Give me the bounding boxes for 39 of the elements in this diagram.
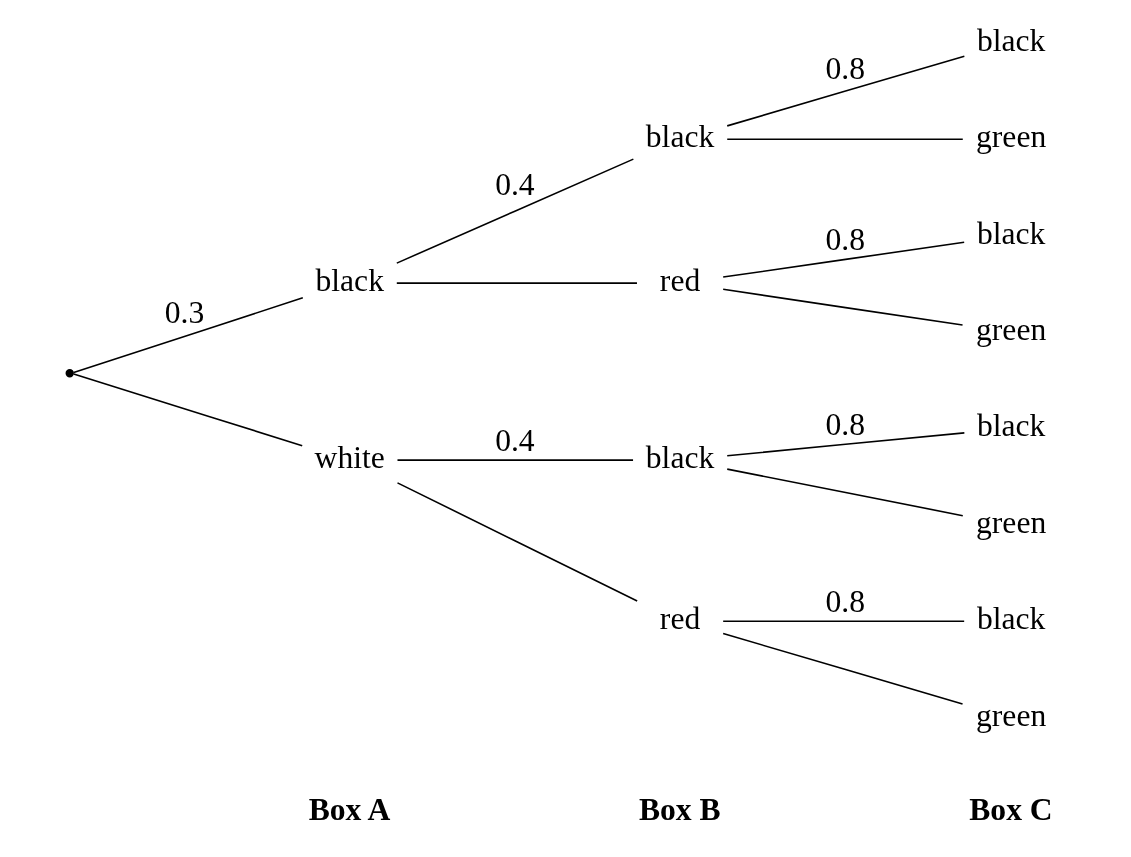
connector (72, 373, 303, 447)
node-text: green (975, 311, 1046, 347)
label: Box B (638, 792, 721, 828)
node-text: black (976, 22, 1045, 58)
connector (396, 459, 634, 461)
connector (725, 138, 964, 141)
connector (72, 297, 304, 374)
connector (725, 55, 965, 127)
connector (395, 282, 638, 284)
edge-label: 0.8 (824, 583, 865, 619)
node-text: green (975, 119, 1046, 155)
connector (721, 620, 965, 623)
connector (725, 432, 965, 457)
node-point (65, 368, 74, 378)
node-text: white (314, 440, 385, 476)
node-text: black (976, 215, 1045, 251)
node-text: red (659, 263, 700, 298)
connector (721, 288, 963, 326)
edge-label: 0.8 (824, 221, 865, 257)
edge-label: 0.4 (494, 166, 535, 202)
connector (721, 632, 963, 705)
connector (725, 468, 964, 517)
connector (396, 482, 638, 602)
node-text: red (659, 601, 700, 637)
connector (721, 241, 965, 278)
edge-label: 0.3 (164, 294, 204, 330)
node-text: black (976, 601, 1045, 637)
edge-label: 0.8 (824, 51, 865, 87)
edge-label: 0.8 (824, 406, 865, 442)
node-text: green (975, 697, 1046, 733)
node-text: black (645, 119, 714, 155)
node-text: black (976, 408, 1045, 444)
node-text: green (975, 504, 1046, 540)
node-text: black (645, 440, 714, 476)
connector (395, 158, 634, 264)
node-text: black (315, 263, 384, 298)
label: Box A (308, 792, 390, 828)
edge-label: 0.4 (494, 422, 535, 458)
label: Box C (968, 792, 1053, 828)
